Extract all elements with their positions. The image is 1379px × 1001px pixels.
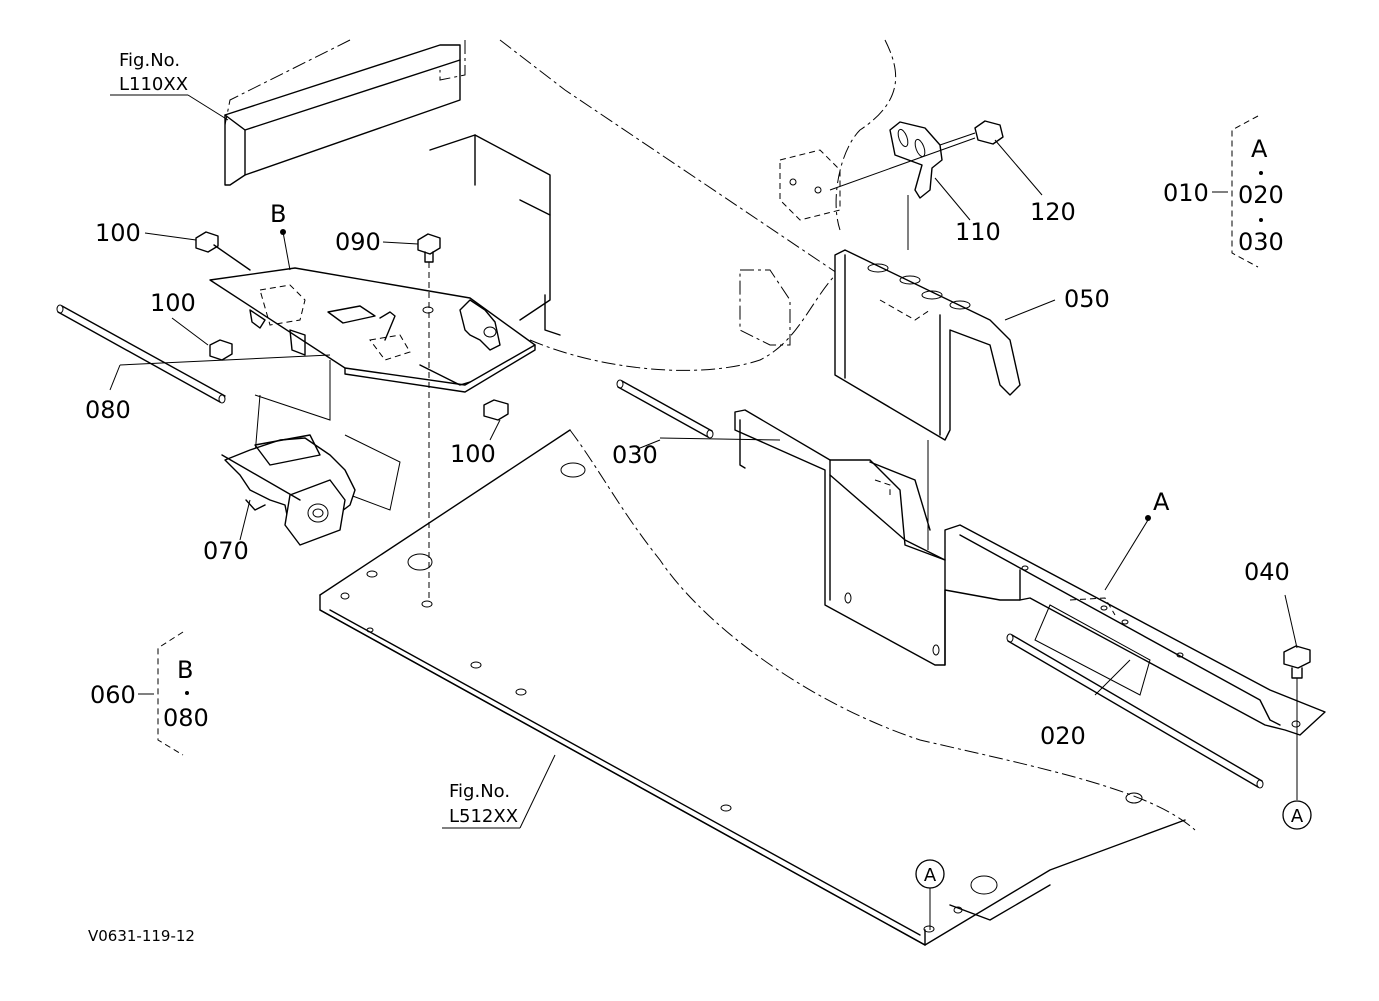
leaders bbox=[109, 94, 1298, 829]
bolt-040 bbox=[1283, 645, 1311, 800]
bracket-b bbox=[209, 267, 536, 511]
fig-ref-l110xx: Fig.No. L110XX bbox=[110, 50, 188, 96]
rod-030 bbox=[616, 379, 714, 439]
callout-100-b: 100 bbox=[150, 289, 196, 317]
callout-030: 030 bbox=[612, 441, 658, 469]
callout-100-c: 100 bbox=[450, 440, 496, 468]
fig-ref-2-line1: Fig.No. bbox=[449, 781, 510, 802]
circle-a-marker-bottom: A bbox=[915, 859, 945, 930]
rod-080 bbox=[56, 304, 226, 404]
group-060-parent: 060 bbox=[90, 681, 136, 709]
circle-a-label-right: A bbox=[1291, 806, 1304, 827]
callout-070: 070 bbox=[203, 537, 249, 565]
callout-040: 040 bbox=[1244, 558, 1290, 586]
callout-020: 020 bbox=[1040, 722, 1086, 750]
small-plate bbox=[779, 149, 841, 221]
group-010: 010 A 020 030 bbox=[1163, 115, 1284, 268]
cover-050 bbox=[834, 249, 1021, 550]
callout-050: 050 bbox=[1064, 285, 1110, 313]
label-b: B bbox=[270, 200, 286, 228]
callout-120: 120 bbox=[1030, 198, 1076, 226]
group-010-item-030: 030 bbox=[1238, 228, 1284, 256]
group-010-parent: 010 bbox=[1163, 179, 1209, 207]
callout-090: 090 bbox=[335, 228, 381, 256]
callout-110: 110 bbox=[955, 218, 1001, 246]
body-outline bbox=[224, 39, 1196, 831]
side-cover bbox=[739, 269, 791, 346]
fig-ref-1-line1: Fig.No. bbox=[119, 50, 180, 71]
point-a-dot bbox=[1145, 515, 1151, 521]
callout-100-a: 100 bbox=[95, 219, 141, 247]
bolt-090 bbox=[417, 233, 441, 600]
label-a: A bbox=[1153, 488, 1170, 516]
fig-ref-2-line2: L512XX bbox=[449, 806, 518, 827]
fig-ref-1-line2: L110XX bbox=[119, 74, 188, 95]
circle-a-label-bottom: A bbox=[924, 865, 937, 886]
drawing-id: V0631-119-12 bbox=[88, 927, 195, 945]
callout-080: 080 bbox=[85, 396, 131, 424]
switch-070 bbox=[221, 434, 356, 546]
bolt-100-c bbox=[483, 399, 509, 421]
bracket-110 bbox=[889, 121, 943, 250]
group-060-item-080: 080 bbox=[163, 704, 209, 732]
group-060: 060 B 080 bbox=[90, 631, 209, 756]
group-010-item-a: A bbox=[1251, 135, 1268, 163]
point-b-dot bbox=[280, 229, 286, 235]
group-010-item-020: 020 bbox=[1238, 181, 1284, 209]
group-060-item-b: B bbox=[177, 656, 193, 684]
bolt-100-a bbox=[195, 231, 251, 271]
bolt-120 bbox=[829, 120, 1004, 191]
floor-plate bbox=[319, 429, 1186, 946]
channel-a bbox=[734, 409, 1326, 736]
circle-a-marker-right: A bbox=[1282, 800, 1312, 830]
rod-020 bbox=[1006, 633, 1264, 789]
fig-ref-l512xx: Fig.No. L512XX bbox=[442, 781, 520, 829]
bolt-100-b bbox=[209, 339, 233, 361]
panel-l110xx bbox=[224, 44, 561, 336]
